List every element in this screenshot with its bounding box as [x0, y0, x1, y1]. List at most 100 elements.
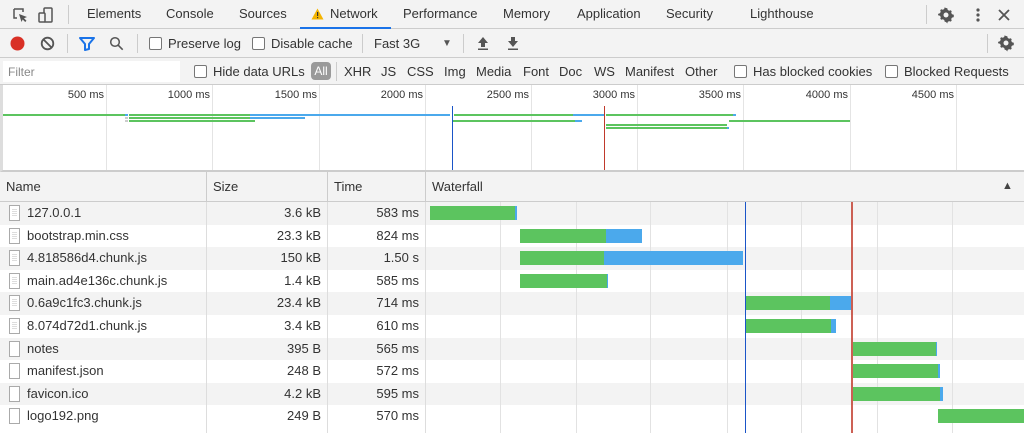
- waterfall-bar[interactable]: [520, 274, 608, 288]
- filter-type-doc[interactable]: Doc: [559, 64, 583, 79]
- active-tab-indicator: [300, 27, 391, 29]
- column-header-name[interactable]: Name: [0, 172, 207, 202]
- column-divider[interactable]: [327, 202, 328, 433]
- filter-type-ws[interactable]: WS: [594, 64, 615, 79]
- column-divider[interactable]: [206, 202, 207, 433]
- checkbox[interactable]: [252, 36, 265, 50]
- filter-type-js[interactable]: JS: [381, 64, 397, 79]
- request-time: 595 ms: [376, 385, 419, 401]
- checkbox[interactable]: [885, 65, 898, 78]
- request-name: 4.818586d4.chunk.js: [27, 250, 147, 266]
- request-size: 1.4 kB: [284, 272, 321, 288]
- checkbox[interactable]: [149, 36, 162, 50]
- waterfall-bar[interactable]: [853, 387, 943, 401]
- waterfall-bar[interactable]: [520, 229, 642, 243]
- request-time: 570 ms: [376, 408, 419, 424]
- table-row[interactable]: favicon.ico 4.2 kB 595 ms: [0, 382, 1024, 406]
- network-overview[interactable]: 500 ms 1000 ms 1500 ms 2000 ms 2500 ms 3…: [0, 85, 1024, 172]
- request-size: 150 kB: [280, 250, 321, 266]
- clear-icon[interactable]: [40, 36, 55, 51]
- hide-data-urls-checkbox[interactable]: Hide data URLs: [194, 58, 305, 85]
- more-options-icon[interactable]: [969, 6, 987, 24]
- table-row[interactable]: logo192.png 249 B 570 ms: [0, 405, 1024, 428]
- filter-input[interactable]: [3, 61, 180, 82]
- has-blocked-cookies-label: Has blocked cookies: [753, 64, 873, 79]
- tab-memory[interactable]: Memory: [503, 6, 550, 21]
- column-header-waterfall[interactable]: Waterfall: [432, 179, 483, 194]
- tab-network[interactable]: Network: [330, 6, 378, 21]
- tick-label: 1000 ms: [167, 89, 210, 101]
- tick-label: 2500 ms: [486, 89, 529, 101]
- dom-content-loaded-marker: [452, 106, 453, 170]
- filter-type-other[interactable]: Other: [685, 64, 718, 79]
- tick-label: 3000 ms: [592, 89, 635, 101]
- divider: [362, 34, 363, 53]
- waterfall-bar[interactable]: [853, 342, 937, 356]
- column-header-size[interactable]: Size: [207, 172, 328, 202]
- table-row[interactable]: 0.6a9c1fc3.chunk.js 23.4 kB 714 ms: [0, 292, 1024, 315]
- tab-security[interactable]: Security: [666, 6, 713, 21]
- export-har-icon[interactable]: [506, 36, 520, 51]
- blocked-requests-checkbox[interactable]: Blocked Requests: [885, 58, 1009, 85]
- inspect-element-icon[interactable]: [11, 6, 29, 24]
- disable-cache-checkbox[interactable]: Disable cache: [252, 29, 353, 57]
- table-row[interactable]: bootstrap.min.css 23.3 kB 824 ms: [0, 225, 1024, 248]
- network-settings-icon[interactable]: [997, 34, 1015, 52]
- request-name: manifest.json: [27, 363, 104, 379]
- chevron-down-icon: ▼: [442, 37, 452, 49]
- request-size: 4.2 kB: [284, 385, 321, 401]
- tab-elements[interactable]: Elements: [87, 6, 142, 21]
- waterfall-bar[interactable]: [938, 409, 1024, 423]
- waterfall-bar[interactable]: [520, 251, 743, 265]
- load-event-line: [851, 202, 853, 433]
- document-file-icon: [9, 205, 20, 221]
- search-icon[interactable]: [109, 36, 124, 51]
- preserve-log-checkbox[interactable]: Preserve log: [149, 29, 241, 57]
- tab-sources[interactable]: Sources: [239, 6, 287, 21]
- divider: [463, 34, 464, 53]
- filter-icon[interactable]: [79, 36, 95, 51]
- filter-type-xhr[interactable]: XHR: [344, 64, 372, 79]
- request-time: 824 ms: [376, 227, 419, 243]
- devtools-tab-bar: Elements Console Sources Network Perform…: [0, 0, 1024, 29]
- table-row[interactable]: 4.818586d4.chunk.js 150 kB 1.50 s: [0, 247, 1024, 270]
- column-header-time[interactable]: Time: [328, 172, 426, 202]
- checkbox[interactable]: [194, 65, 207, 78]
- table-row[interactable]: 8.074d72d1.chunk.js 3.4 kB 610 ms: [0, 315, 1024, 338]
- request-name: logo192.png: [27, 408, 99, 424]
- checkbox[interactable]: [734, 65, 747, 78]
- filter-type-css[interactable]: CSS: [407, 64, 434, 79]
- waterfall-bar[interactable]: [746, 319, 836, 333]
- request-time: 565 ms: [376, 340, 419, 356]
- table-row[interactable]: main.ad4e136c.chunk.js 1.4 kB 585 ms: [0, 270, 1024, 293]
- waterfall-bar[interactable]: [430, 206, 517, 220]
- close-icon[interactable]: [995, 6, 1013, 24]
- waterfall-bar[interactable]: [746, 296, 851, 310]
- import-har-icon[interactable]: [476, 36, 490, 51]
- tab-console[interactable]: Console: [166, 6, 214, 21]
- request-time: 572 ms: [376, 363, 419, 379]
- tab-performance[interactable]: Performance: [403, 6, 478, 21]
- waterfall-bar[interactable]: [853, 364, 940, 378]
- column-divider[interactable]: [425, 202, 426, 433]
- device-toolbar-icon[interactable]: [37, 6, 55, 24]
- tab-lighthouse[interactable]: Lighthouse: [750, 6, 814, 21]
- has-blocked-cookies-checkbox[interactable]: Has blocked cookies: [734, 58, 872, 85]
- hide-data-urls-label: Hide data URLs: [213, 64, 305, 79]
- record-icon[interactable]: [10, 36, 25, 51]
- tick-label: 4500 ms: [911, 89, 954, 101]
- divider: [987, 34, 988, 53]
- throttling-select[interactable]: Fast 3G ▼: [374, 29, 454, 57]
- table-row[interactable]: notes 395 B 565 ms: [0, 337, 1024, 361]
- document-file-icon: [9, 227, 20, 244]
- filter-type-img[interactable]: Img: [444, 64, 466, 79]
- settings-icon[interactable]: [937, 6, 955, 24]
- filter-type-manifest[interactable]: Manifest: [625, 64, 675, 79]
- file-icon: [9, 408, 20, 425]
- table-row[interactable]: manifest.json 248 B 572 ms: [0, 360, 1024, 383]
- filter-type-all[interactable]: All: [311, 62, 331, 80]
- tick-label: 500 ms: [67, 89, 104, 101]
- filter-type-media[interactable]: Media: [476, 64, 512, 79]
- filter-type-font[interactable]: Font: [523, 64, 550, 79]
- tab-application[interactable]: Application: [577, 6, 641, 21]
